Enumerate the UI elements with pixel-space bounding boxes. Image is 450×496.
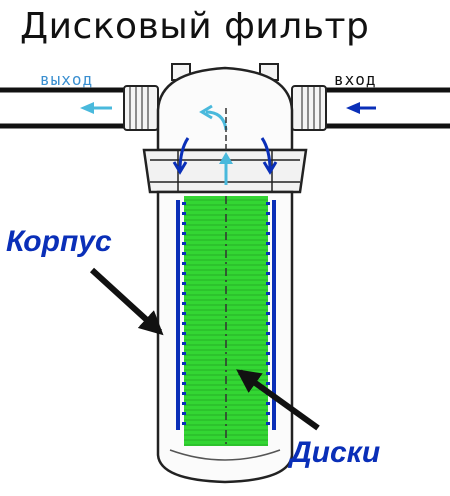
housing-label: Корпус	[6, 225, 112, 258]
flow-arrow-down-icon	[260, 137, 278, 175]
flow-channel-left	[176, 200, 186, 430]
disks-pointer-arrow	[236, 369, 320, 431]
housing-pointer-arrow	[89, 267, 164, 336]
diagram-title: Дисковый фильтр	[20, 6, 370, 47]
flow-arrow-up-icon	[219, 152, 233, 185]
disks-label: Диски	[290, 436, 381, 469]
housing-bottom	[169, 449, 281, 461]
inlet-arrow-icon	[346, 102, 376, 114]
inlet-label: вход	[334, 70, 377, 89]
inlet-coupling	[291, 85, 327, 131]
outlet-arrow-icon	[80, 102, 112, 114]
outlet-label: выход	[40, 70, 94, 89]
outlet-pipe	[0, 87, 128, 129]
flow-arrow-down-icon	[172, 137, 190, 175]
filter-head	[156, 66, 294, 152]
inlet-pipe	[322, 87, 450, 129]
outlet-coupling	[123, 85, 159, 131]
vent-plugs	[171, 63, 279, 81]
